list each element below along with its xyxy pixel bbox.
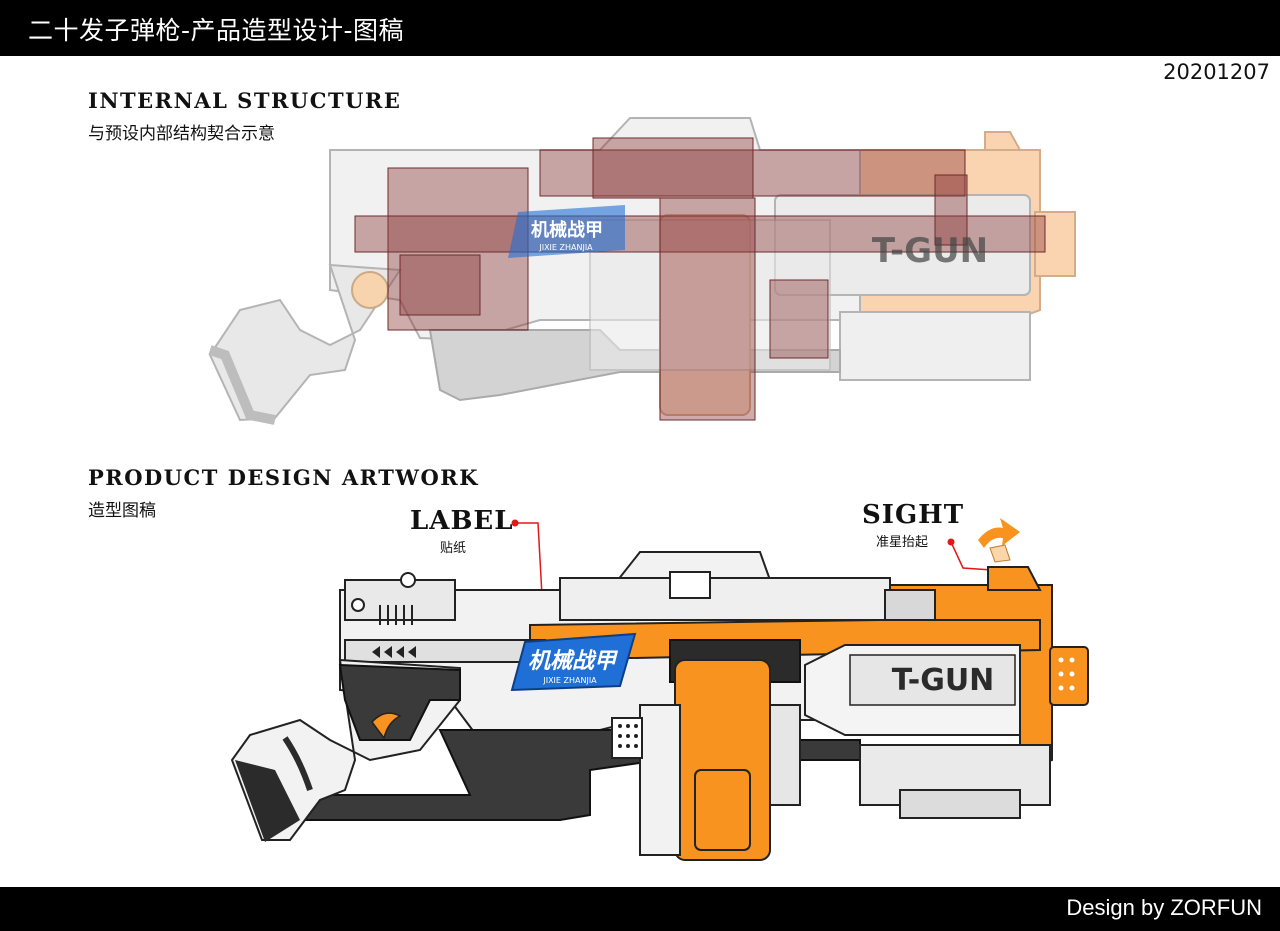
trigger-icon [371,712,402,740]
decal-subtitle: JIXIE ZHANJIA [542,676,597,685]
page-title: 二十发子弹枪-产品造型设计-图稿 [28,16,405,45]
decal-title: 机械战甲 [528,649,619,674]
sight-callout-title: SIGHT [862,500,965,530]
label-decal: 机械战甲 JIXIE ZHANJIA [510,632,637,692]
orange-front-housing [879,566,1089,772]
sight-callout-subtitle: 准星抬起 [876,535,929,550]
title-bar: 二十发子弹枪-产品造型设计-图稿 [0,0,1280,56]
drum-magazine [611,639,801,861]
internal-decal: 机械战甲 JIXIE ZHANJIA [508,205,625,258]
lower-rail [299,729,1051,821]
label-callout-title: LABEL [410,506,514,536]
sight-raise-arrow-icon [978,518,1020,548]
date-stamp: 20201207 [1163,60,1270,84]
pistol-grip [230,658,461,842]
internal-overlay-boxes [354,137,1046,421]
internal-structure-subtitle: 与预设内部结构契合示意 [88,124,275,144]
blaster-outline-faded [208,117,1076,425]
internal-structure-heading: INTERNAL STRUCTURE [88,88,402,113]
footer-bar: Design by ZORFUN [0,887,1280,931]
sight-callout-line [947,538,993,571]
side-text: T-GUN [892,663,995,698]
t-gun-side-plate: T-GUN [804,644,1021,736]
internal-decal-title: 机械战甲 [531,219,603,241]
designer-credit: Design by ZORFUN [1066,895,1262,920]
product-design-heading: PRODUCT DESIGN ARTWORK [88,465,479,490]
product-design-subtitle: 造型图稿 [88,501,156,521]
label-callout-subtitle: 贴纸 [440,541,467,556]
main-body [339,551,1041,741]
internal-side-text: T-GUN [872,231,988,271]
internal-decal-subtitle: JIXIE ZHANJIA [538,243,593,252]
label-callout-line [511,519,546,651]
